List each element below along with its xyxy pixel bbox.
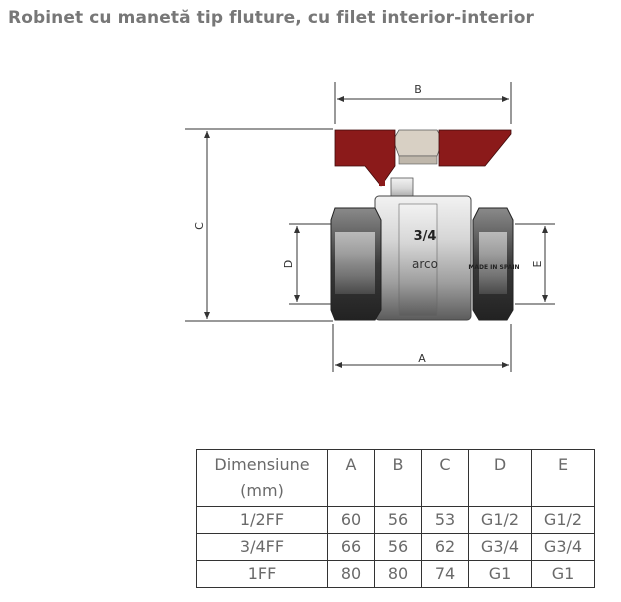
table-cell: 1/2FF xyxy=(196,506,328,534)
table-cell: 56 xyxy=(374,506,422,534)
body-brand-mark: arco xyxy=(412,257,438,271)
table-cell: 60 xyxy=(327,506,375,534)
table-cell: G1 xyxy=(468,560,532,588)
table-header-cell: D xyxy=(468,449,532,507)
table-row: 1/2FF 60 56 53 G1/2 G1/2 xyxy=(196,506,595,534)
table-header-cell: Dimensiune (mm) xyxy=(196,449,328,507)
table-cell: 74 xyxy=(421,560,469,588)
table-cell: G1 xyxy=(531,560,595,588)
table-cell: 80 xyxy=(374,560,422,588)
body-origin-mark: MADE IN SPAIN xyxy=(468,264,519,271)
table-cell: G3/4 xyxy=(531,533,595,561)
table-row: 3/4FF 66 56 62 G3/4 G3/4 xyxy=(196,533,595,561)
table-cell: 3/4FF xyxy=(196,533,328,561)
table-cell: G1/2 xyxy=(468,506,532,534)
table-header-cell: C xyxy=(421,449,469,507)
table-cell: 80 xyxy=(327,560,375,588)
table-cell: 56 xyxy=(374,533,422,561)
page-title: Robinet cu manetă tip fluture, cu filet … xyxy=(8,8,534,28)
dimension-e-label: E xyxy=(531,260,544,267)
table-header-row: Dimensiune (mm) A B C D E xyxy=(196,449,595,507)
dimension-c-label: C xyxy=(193,222,206,230)
table-row: 1FF 80 80 74 G1 G1 xyxy=(196,560,595,588)
table-header-cell: E xyxy=(531,449,595,507)
body-size-mark: 3/4 xyxy=(414,229,437,244)
dimension-lines xyxy=(204,96,548,368)
table-cell: 62 xyxy=(421,533,469,561)
table-cell: 53 xyxy=(421,506,469,534)
table-cell: G1/2 xyxy=(531,506,595,534)
table-header-cell: B xyxy=(374,449,422,507)
table-cell: G3/4 xyxy=(468,533,532,561)
dimension-d-label: D xyxy=(282,260,295,268)
table-header-cell: A xyxy=(327,449,375,507)
valve-dimension-drawing: B C D E A 3/4 arco MADE IN SPAIN xyxy=(185,82,555,372)
table-cell: 1FF xyxy=(196,560,328,588)
table-cell: 66 xyxy=(327,533,375,561)
valve-body: 3/4 arco MADE IN SPAIN xyxy=(330,129,520,321)
dimension-b-label: B xyxy=(414,83,422,96)
extension-lines xyxy=(185,82,555,372)
dimension-a-label: A xyxy=(418,352,426,365)
dimensions-table: Dimensiune (mm) A B C D E 1/2FF 60 56 53… xyxy=(196,449,595,588)
